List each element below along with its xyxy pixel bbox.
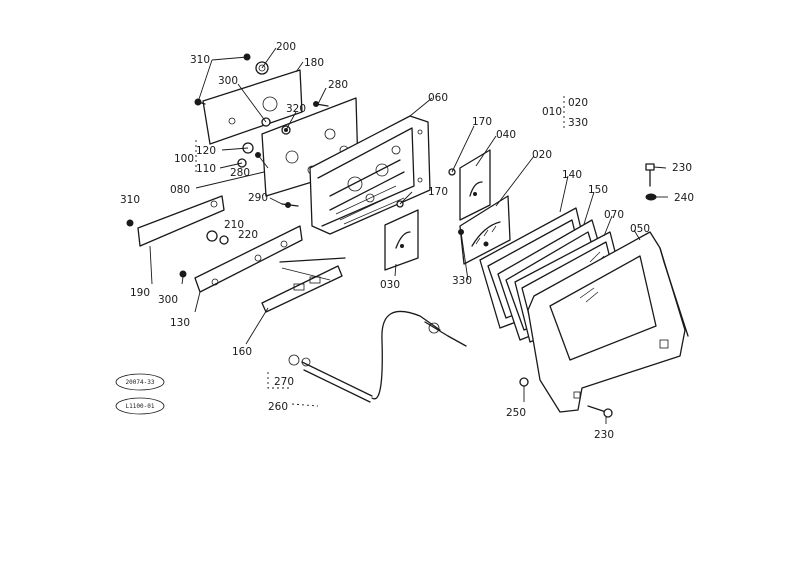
label-100: 100	[174, 153, 194, 165]
meter-020	[459, 195, 511, 265]
lamp-210-icon	[206, 230, 218, 242]
catalogue-stamps: 20074-33 L1100-01	[115, 373, 165, 415]
label-160: 160	[232, 346, 252, 358]
label-270: 270	[274, 376, 294, 388]
label-170a: 170	[472, 116, 492, 128]
screw-230a-icon	[645, 163, 655, 187]
label-040: 040	[496, 129, 516, 141]
key-330: 330	[568, 117, 588, 129]
label-300a: 300	[218, 75, 238, 87]
label-280b: 280	[230, 167, 250, 179]
label-070: 070	[604, 209, 624, 221]
screw-290-icon	[281, 202, 299, 208]
label-230a: 230	[672, 162, 692, 174]
screw-300b-icon	[179, 270, 187, 278]
label-330: 330	[452, 275, 472, 287]
leader-lines	[149, 47, 668, 424]
label-220: 220	[238, 229, 258, 241]
label-110: 110	[196, 163, 216, 175]
label-020: 020	[532, 149, 552, 161]
screw-230b-icon	[587, 405, 613, 418]
cover-plate-180	[202, 69, 303, 145]
label-190: 190	[130, 287, 150, 299]
label-290: 290	[248, 192, 268, 204]
label-150: 150	[588, 184, 608, 196]
gauge-030	[384, 209, 419, 271]
key-010: 010	[542, 106, 562, 118]
label-250: 250	[506, 407, 526, 419]
gauge-040	[459, 149, 491, 221]
nut-250-icon	[519, 377, 529, 387]
label-130: 130	[170, 317, 190, 329]
screw-280a-icon	[313, 101, 329, 107]
label-320: 320	[286, 103, 306, 115]
stamp-top-oval	[115, 373, 165, 391]
label-240: 240	[674, 192, 694, 204]
panel-160	[261, 257, 346, 313]
bezel-050	[527, 231, 689, 413]
label-260: 260	[268, 401, 288, 413]
part-labels: 310 200 180 300 280 320 060 120 100 110 …	[120, 41, 694, 441]
label-200: 200	[276, 41, 296, 53]
label-310a: 310	[190, 54, 210, 66]
label-120: 120	[196, 145, 216, 157]
socket-220-icon	[219, 235, 229, 245]
label-300b: 300	[158, 294, 178, 306]
label-280a: 280	[328, 79, 348, 91]
cable-260	[288, 310, 467, 403]
label-080: 080	[170, 184, 190, 196]
bracket-130	[194, 225, 303, 293]
assembly-key: 010 020 330	[542, 97, 588, 129]
stamp-top: 20074-33	[126, 379, 155, 386]
label-180: 180	[304, 57, 324, 69]
screw-310b-icon	[126, 219, 134, 227]
stamp-bottom: L1100-01	[126, 403, 155, 410]
label-170b: 170	[428, 186, 448, 198]
key-020: 020	[568, 97, 588, 109]
label-050: 050	[630, 223, 650, 235]
label-210: 210	[224, 219, 244, 231]
label-060: 060	[428, 92, 448, 104]
label-140: 140	[562, 169, 582, 181]
stamp-bottom-oval	[115, 397, 165, 415]
bracket-190	[137, 195, 225, 247]
label-030: 030	[380, 279, 400, 291]
label-310b: 310	[120, 194, 140, 206]
washer-240-icon	[645, 193, 657, 201]
label-230b: 230	[594, 429, 614, 441]
